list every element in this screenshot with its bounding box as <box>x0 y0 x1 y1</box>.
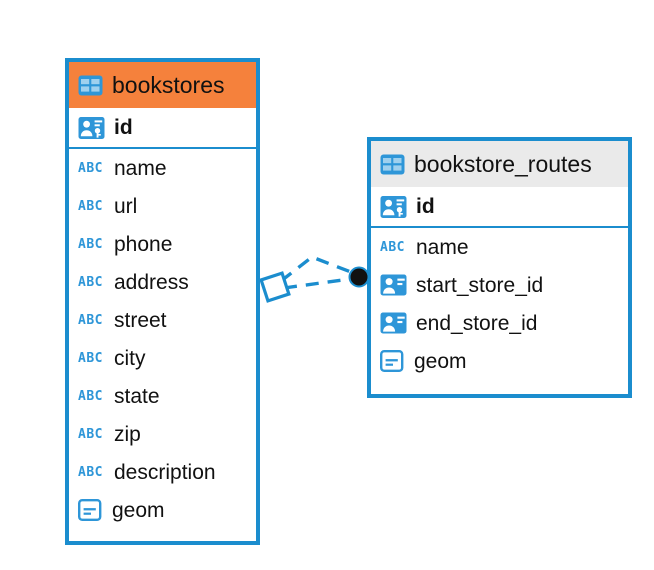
entity-bookstores[interactable]: bookstores id ABC name <box>65 58 260 545</box>
foreign-key-icon <box>380 274 407 296</box>
column-row-id[interactable]: id <box>371 187 628 228</box>
abc-text-icon: ABC <box>78 274 103 290</box>
column-label: url <box>114 194 138 218</box>
column-row-phone[interactable]: ABC phone <box>69 225 256 263</box>
column-label: address <box>114 270 189 294</box>
table-grid-icon <box>380 154 405 174</box>
entity-header-bookstore-routes[interactable]: bookstore_routes <box>371 141 628 187</box>
abc-text-icon: ABC <box>78 312 103 328</box>
tilted-square-marker <box>259 271 291 303</box>
geometry-icon <box>78 499 102 521</box>
column-list-bookstores: id ABC name ABC url ABC phone ABC addres… <box>69 108 256 529</box>
column-row-id[interactable]: id <box>69 108 256 149</box>
column-row-description[interactable]: ABC description <box>69 453 256 491</box>
column-label: name <box>416 235 469 259</box>
column-label: city <box>114 346 146 370</box>
filled-circle-marker <box>348 266 370 288</box>
column-row-street[interactable]: ABC street <box>69 301 256 339</box>
column-label: zip <box>114 422 141 446</box>
column-label: geom <box>112 498 165 522</box>
table-grid-icon <box>78 75 103 95</box>
column-row-url[interactable]: ABC url <box>69 187 256 225</box>
relationship-line-upper <box>279 255 357 283</box>
column-list-bookstore-routes: id ABC name start_store_id <box>371 187 628 380</box>
column-label: description <box>114 460 216 484</box>
column-label: id <box>114 116 133 139</box>
column-label: phone <box>114 232 173 256</box>
column-label: id <box>416 195 435 218</box>
abc-text-icon: ABC <box>380 239 405 255</box>
column-row-geom[interactable]: geom <box>371 342 628 380</box>
column-row-zip[interactable]: ABC zip <box>69 415 256 453</box>
column-row-geom[interactable]: geom <box>69 491 256 529</box>
abc-text-icon: ABC <box>78 388 103 404</box>
entity-title: bookstores <box>112 71 225 98</box>
column-label: start_store_id <box>416 273 544 297</box>
column-row-start-store-id[interactable]: start_store_id <box>371 266 628 304</box>
primary-key-icon <box>380 195 407 218</box>
entity-header-bookstores[interactable]: bookstores <box>69 62 256 108</box>
column-row-city[interactable]: ABC city <box>69 339 256 377</box>
column-row-name[interactable]: ABC name <box>69 149 256 187</box>
abc-text-icon: ABC <box>78 464 103 480</box>
abc-text-icon: ABC <box>78 236 103 252</box>
column-label: end_store_id <box>416 311 538 335</box>
entity-title: bookstore_routes <box>414 150 592 177</box>
abc-text-icon: ABC <box>78 426 103 442</box>
foreign-key-icon <box>380 312 407 334</box>
column-row-address[interactable]: ABC address <box>69 263 256 301</box>
entity-bookstore-routes[interactable]: bookstore_routes id ABC name <box>367 137 632 398</box>
column-label: geom <box>414 349 467 373</box>
column-row-state[interactable]: ABC state <box>69 377 256 415</box>
relationship-line-lower <box>283 276 358 290</box>
column-label: name <box>114 156 167 180</box>
abc-text-icon: ABC <box>78 350 103 366</box>
column-row-name[interactable]: ABC name <box>371 228 628 266</box>
primary-key-icon <box>78 116 105 139</box>
column-label: street <box>114 308 167 332</box>
geometry-icon <box>380 350 404 372</box>
column-label: state <box>114 384 160 408</box>
abc-text-icon: ABC <box>78 160 103 176</box>
abc-text-icon: ABC <box>78 198 103 214</box>
column-row-end-store-id[interactable]: end_store_id <box>371 304 628 342</box>
